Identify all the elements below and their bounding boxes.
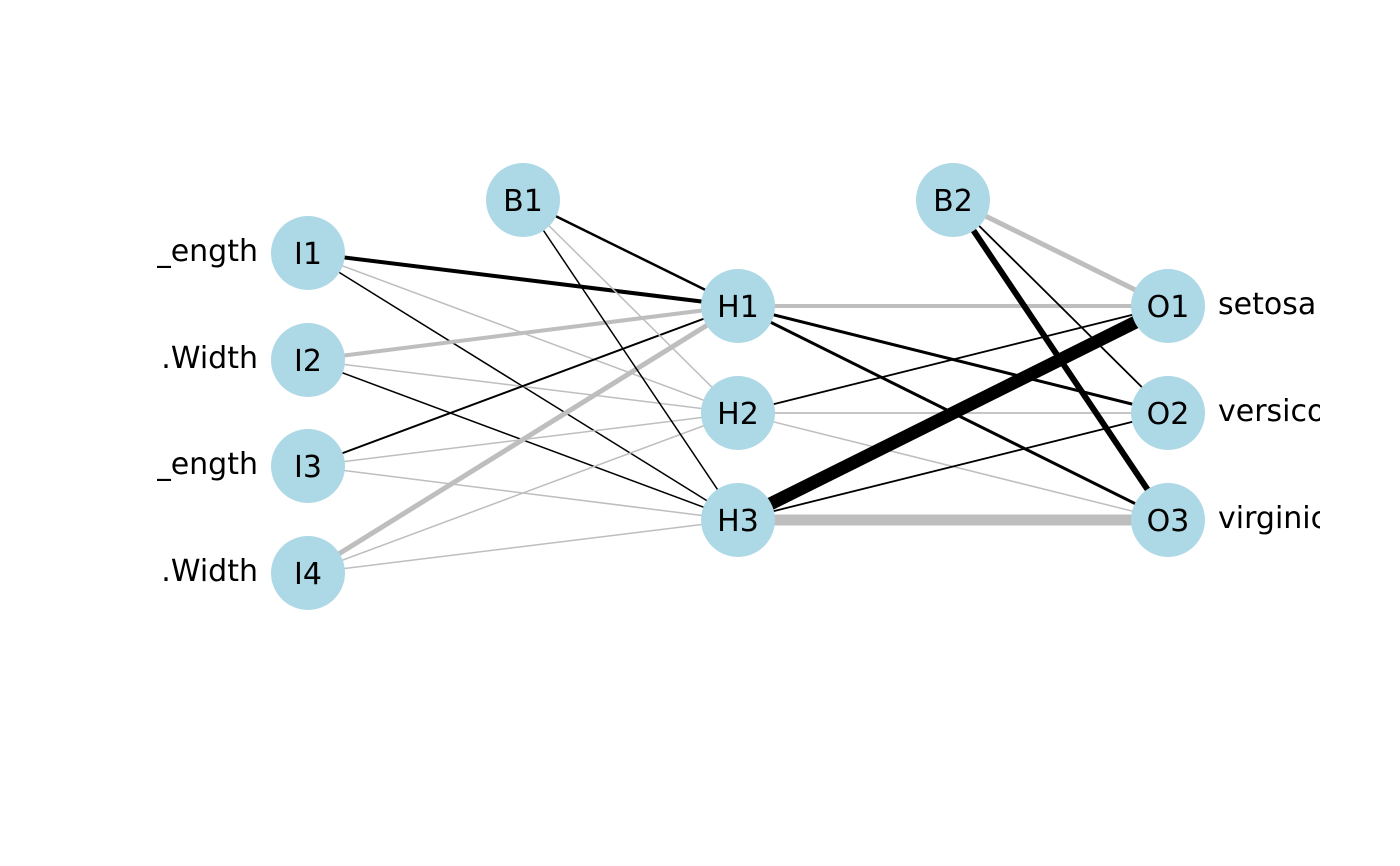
node-circle bbox=[271, 216, 345, 290]
node-label: I1 bbox=[294, 237, 322, 272]
input-label-4: .Width bbox=[161, 554, 258, 589]
edge-h3-o2 bbox=[737, 412, 1169, 521]
edge-i2-h1 bbox=[307, 304, 739, 362]
node-circle bbox=[1131, 483, 1205, 557]
edge-i3-h1 bbox=[307, 305, 739, 467]
edge-b1-h2 bbox=[522, 199, 739, 414]
edge-i4-h1 bbox=[306, 303, 740, 576]
node-h1: H1 bbox=[701, 269, 775, 343]
edge-group bbox=[306, 197, 1171, 576]
node-circle bbox=[916, 163, 990, 237]
node-label: O3 bbox=[1147, 504, 1190, 539]
node-circle bbox=[1131, 269, 1205, 343]
edge-b2-o2 bbox=[952, 199, 1169, 414]
node-label: H2 bbox=[717, 397, 759, 432]
node-o2: O2 bbox=[1131, 376, 1205, 450]
edge-b2-o3 bbox=[950, 198, 1171, 522]
node-circle bbox=[271, 323, 345, 397]
edge-h2-o1 bbox=[737, 305, 1169, 414]
node-label: H3 bbox=[717, 504, 759, 539]
edge-b2-o1 bbox=[951, 197, 1170, 309]
node-circle bbox=[701, 376, 775, 450]
node-circle bbox=[701, 269, 775, 343]
node-i2: I2 bbox=[271, 323, 345, 397]
node-label: B1 bbox=[503, 184, 543, 219]
node-b1: B1 bbox=[486, 163, 560, 237]
output-label-1: setosa bbox=[1218, 287, 1316, 322]
edge-b1-h1 bbox=[522, 198, 739, 308]
input-label-2: .Width bbox=[161, 341, 258, 376]
node-b2: B2 bbox=[916, 163, 990, 237]
node-h2: H2 bbox=[701, 376, 775, 450]
node-h3: H3 bbox=[701, 483, 775, 557]
node-o1: O1 bbox=[1131, 269, 1205, 343]
node-circle bbox=[1131, 376, 1205, 450]
edge-i4-h2 bbox=[307, 412, 739, 574]
node-label: B2 bbox=[933, 184, 973, 219]
node-label: H1 bbox=[717, 290, 759, 325]
node-circle bbox=[271, 429, 345, 503]
node-label: I3 bbox=[294, 450, 322, 485]
node-i3: I3 bbox=[271, 429, 345, 503]
node-i4: I4 bbox=[271, 536, 345, 610]
node-label: O2 bbox=[1147, 397, 1190, 432]
output-label-2: versico bbox=[1218, 394, 1325, 429]
node-circle bbox=[701, 483, 775, 557]
edge-i1-h1 bbox=[307, 251, 739, 308]
node-i1: I1 bbox=[271, 216, 345, 290]
node-label: O1 bbox=[1147, 290, 1190, 325]
edge-i4-h3 bbox=[307, 519, 739, 574]
node-label: I2 bbox=[294, 344, 322, 379]
node-circle bbox=[486, 163, 560, 237]
output-label-3: virginic bbox=[1218, 501, 1327, 536]
node-o3: O3 bbox=[1131, 483, 1205, 557]
input-label-3: _ength bbox=[155, 447, 258, 482]
node-label: I4 bbox=[294, 557, 322, 592]
node-circle bbox=[271, 536, 345, 610]
label-group: _ength .Width _ength .Width setosa versico vir… bbox=[155, 234, 1327, 589]
edge-b1-h3 bbox=[522, 199, 739, 521]
input-label-1: _ength bbox=[155, 234, 258, 269]
